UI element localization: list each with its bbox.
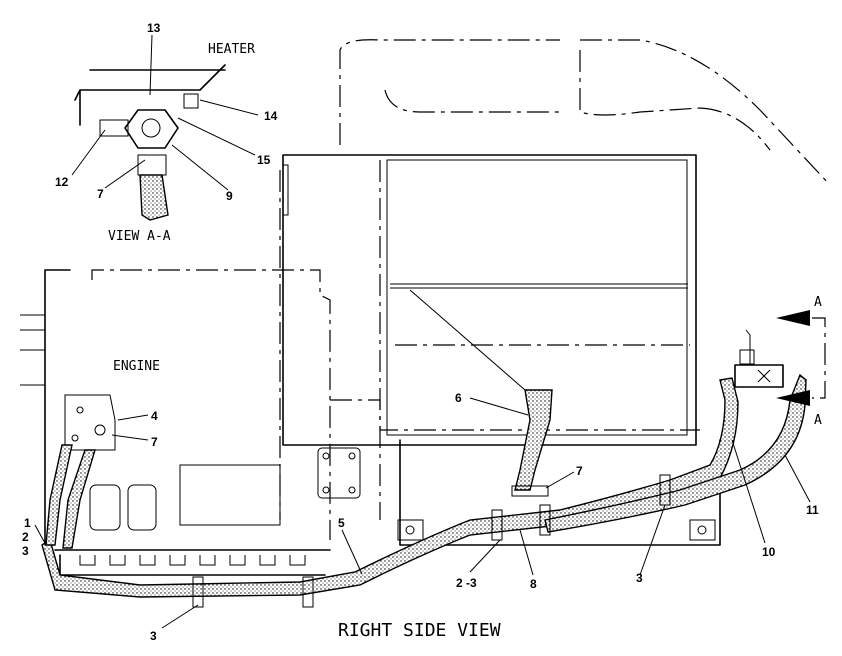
callout-5: 5 [338, 516, 345, 530]
callout-15: 15 [257, 153, 271, 167]
callout-11: 11 [806, 503, 819, 517]
radiator-tank [279, 154, 700, 520]
callout-13: 13 [147, 21, 161, 35]
callout-7-engine: 7 [151, 435, 158, 449]
callout-1: 1 [24, 516, 31, 530]
callout-12: 12 [55, 175, 69, 189]
engine-label: ENGINE [113, 359, 160, 374]
callout-6: 6 [455, 391, 462, 405]
heater-label: HEATER [208, 42, 255, 57]
section-indicator: A A [776, 295, 826, 428]
callout-7-heater: 7 [97, 187, 104, 201]
diagram-title: RIGHT SIDE VIEW [338, 620, 501, 641]
callout-numbers: 13 14 15 12 7 9 4 7 5 6 7 2 -3 8 3 10 11… [22, 21, 819, 643]
callout-2-3: 2 -3 [456, 576, 477, 590]
callout-3-right: 3 [636, 571, 643, 585]
callout-3-bottom: 3 [150, 629, 157, 643]
callout-9: 9 [226, 189, 233, 203]
view-a-a-label: VIEW A-A [108, 229, 171, 244]
section-mark-top: A [814, 295, 822, 310]
callout-2: 2 [22, 530, 29, 544]
callout-8: 8 [530, 577, 537, 591]
callout-3-left: 3 [22, 544, 29, 558]
callout-10: 10 [762, 545, 776, 559]
text-labels: HEATER VIEW A-A ENGINE RIGHT SIDE VIEW [108, 42, 501, 641]
callout-7-hose: 7 [576, 464, 583, 478]
callout-14: 14 [264, 109, 278, 123]
leader-lines [34, 34, 811, 629]
hose-assembly [41, 64, 807, 608]
cab-outline [339, 39, 831, 186]
callout-4: 4 [151, 409, 158, 423]
section-mark-bottom: A [814, 413, 822, 428]
